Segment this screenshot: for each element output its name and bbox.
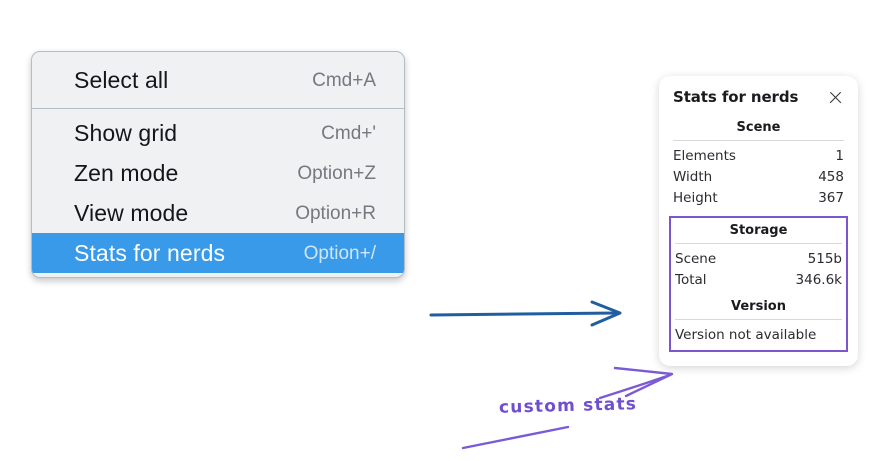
menu-item-zen-mode[interactable]: Zen mode Option+Z [32,153,404,193]
stat-label: Total [675,271,707,288]
stat-row-width: Width 458 [673,166,844,187]
menu-item-select-all[interactable]: Select all Cmd+A [32,60,404,100]
stats-panel-header: Stats for nerds [673,88,844,106]
stat-value: 1 [835,147,844,164]
menu-item-label: Select all [74,66,169,93]
stat-label: Width [673,168,713,185]
stat-value: 458 [818,168,844,185]
menu-item-shortcut: Option+/ [303,242,376,264]
menu-item-label: Show grid [74,119,178,146]
menu-item-shortcut: Cmd+A [312,69,376,91]
menu-item-shortcut: Option+Z [297,162,376,184]
menu-item-label: View mode [74,199,189,226]
menu-separator [32,108,404,109]
stat-label: Scene [675,250,717,267]
close-icon[interactable] [827,89,844,106]
menu-item-show-grid[interactable]: Show grid Cmd+' [32,113,404,153]
menu-item-stats-for-nerds[interactable]: Stats for nerds Option+/ [32,233,404,273]
stat-label: Height [673,189,718,206]
scene-section-heading: Scene [736,120,781,135]
context-menu: Select all Cmd+A Show grid Cmd+' Zen mod… [31,51,405,278]
scene-section-rule [673,140,844,141]
menu-item-label: Zen mode [74,159,179,186]
custom-stats-highlight-box: Storage Scene 515b Total 346.6k Version … [669,216,848,352]
version-value: Version not available [675,327,817,343]
stat-row-elements: Elements 1 [673,145,844,166]
stat-row-height: Height 367 [673,187,844,208]
stat-label: Elements [673,147,736,164]
stats-for-nerds-panel: Stats for nerds Scene Elements 1 Width 4… [659,76,858,366]
stat-value: 346.6k [795,271,842,288]
stat-value: 367 [818,189,844,206]
storage-section-heading: Storage [729,223,788,238]
menu-item-shortcut: Cmd+' [321,122,376,144]
purple-underline-stroke [461,425,570,450]
stat-row-storage-total: Total 346.6k [675,269,842,290]
menu-item-label: Stats for nerds [74,239,226,266]
blue-arrow-annotation [429,300,622,327]
section-gap [675,290,842,297]
stat-row-storage-scene: Scene 515b [675,248,842,269]
custom-stats-annotation-label: custom stats [498,394,638,418]
version-section-rule [675,319,842,320]
menu-group-2: Show grid Cmd+' Zen mode Option+Z View m… [32,109,404,277]
stat-value: 515b [807,250,842,267]
menu-group-1: Select all Cmd+A [32,52,404,108]
stats-panel-title: Stats for nerds [673,88,799,106]
menu-item-shortcut: Option+R [295,202,376,224]
menu-item-view-mode[interactable]: View mode Option+R [32,193,404,233]
version-section-heading: Version [731,299,786,314]
storage-section-rule [675,243,842,244]
